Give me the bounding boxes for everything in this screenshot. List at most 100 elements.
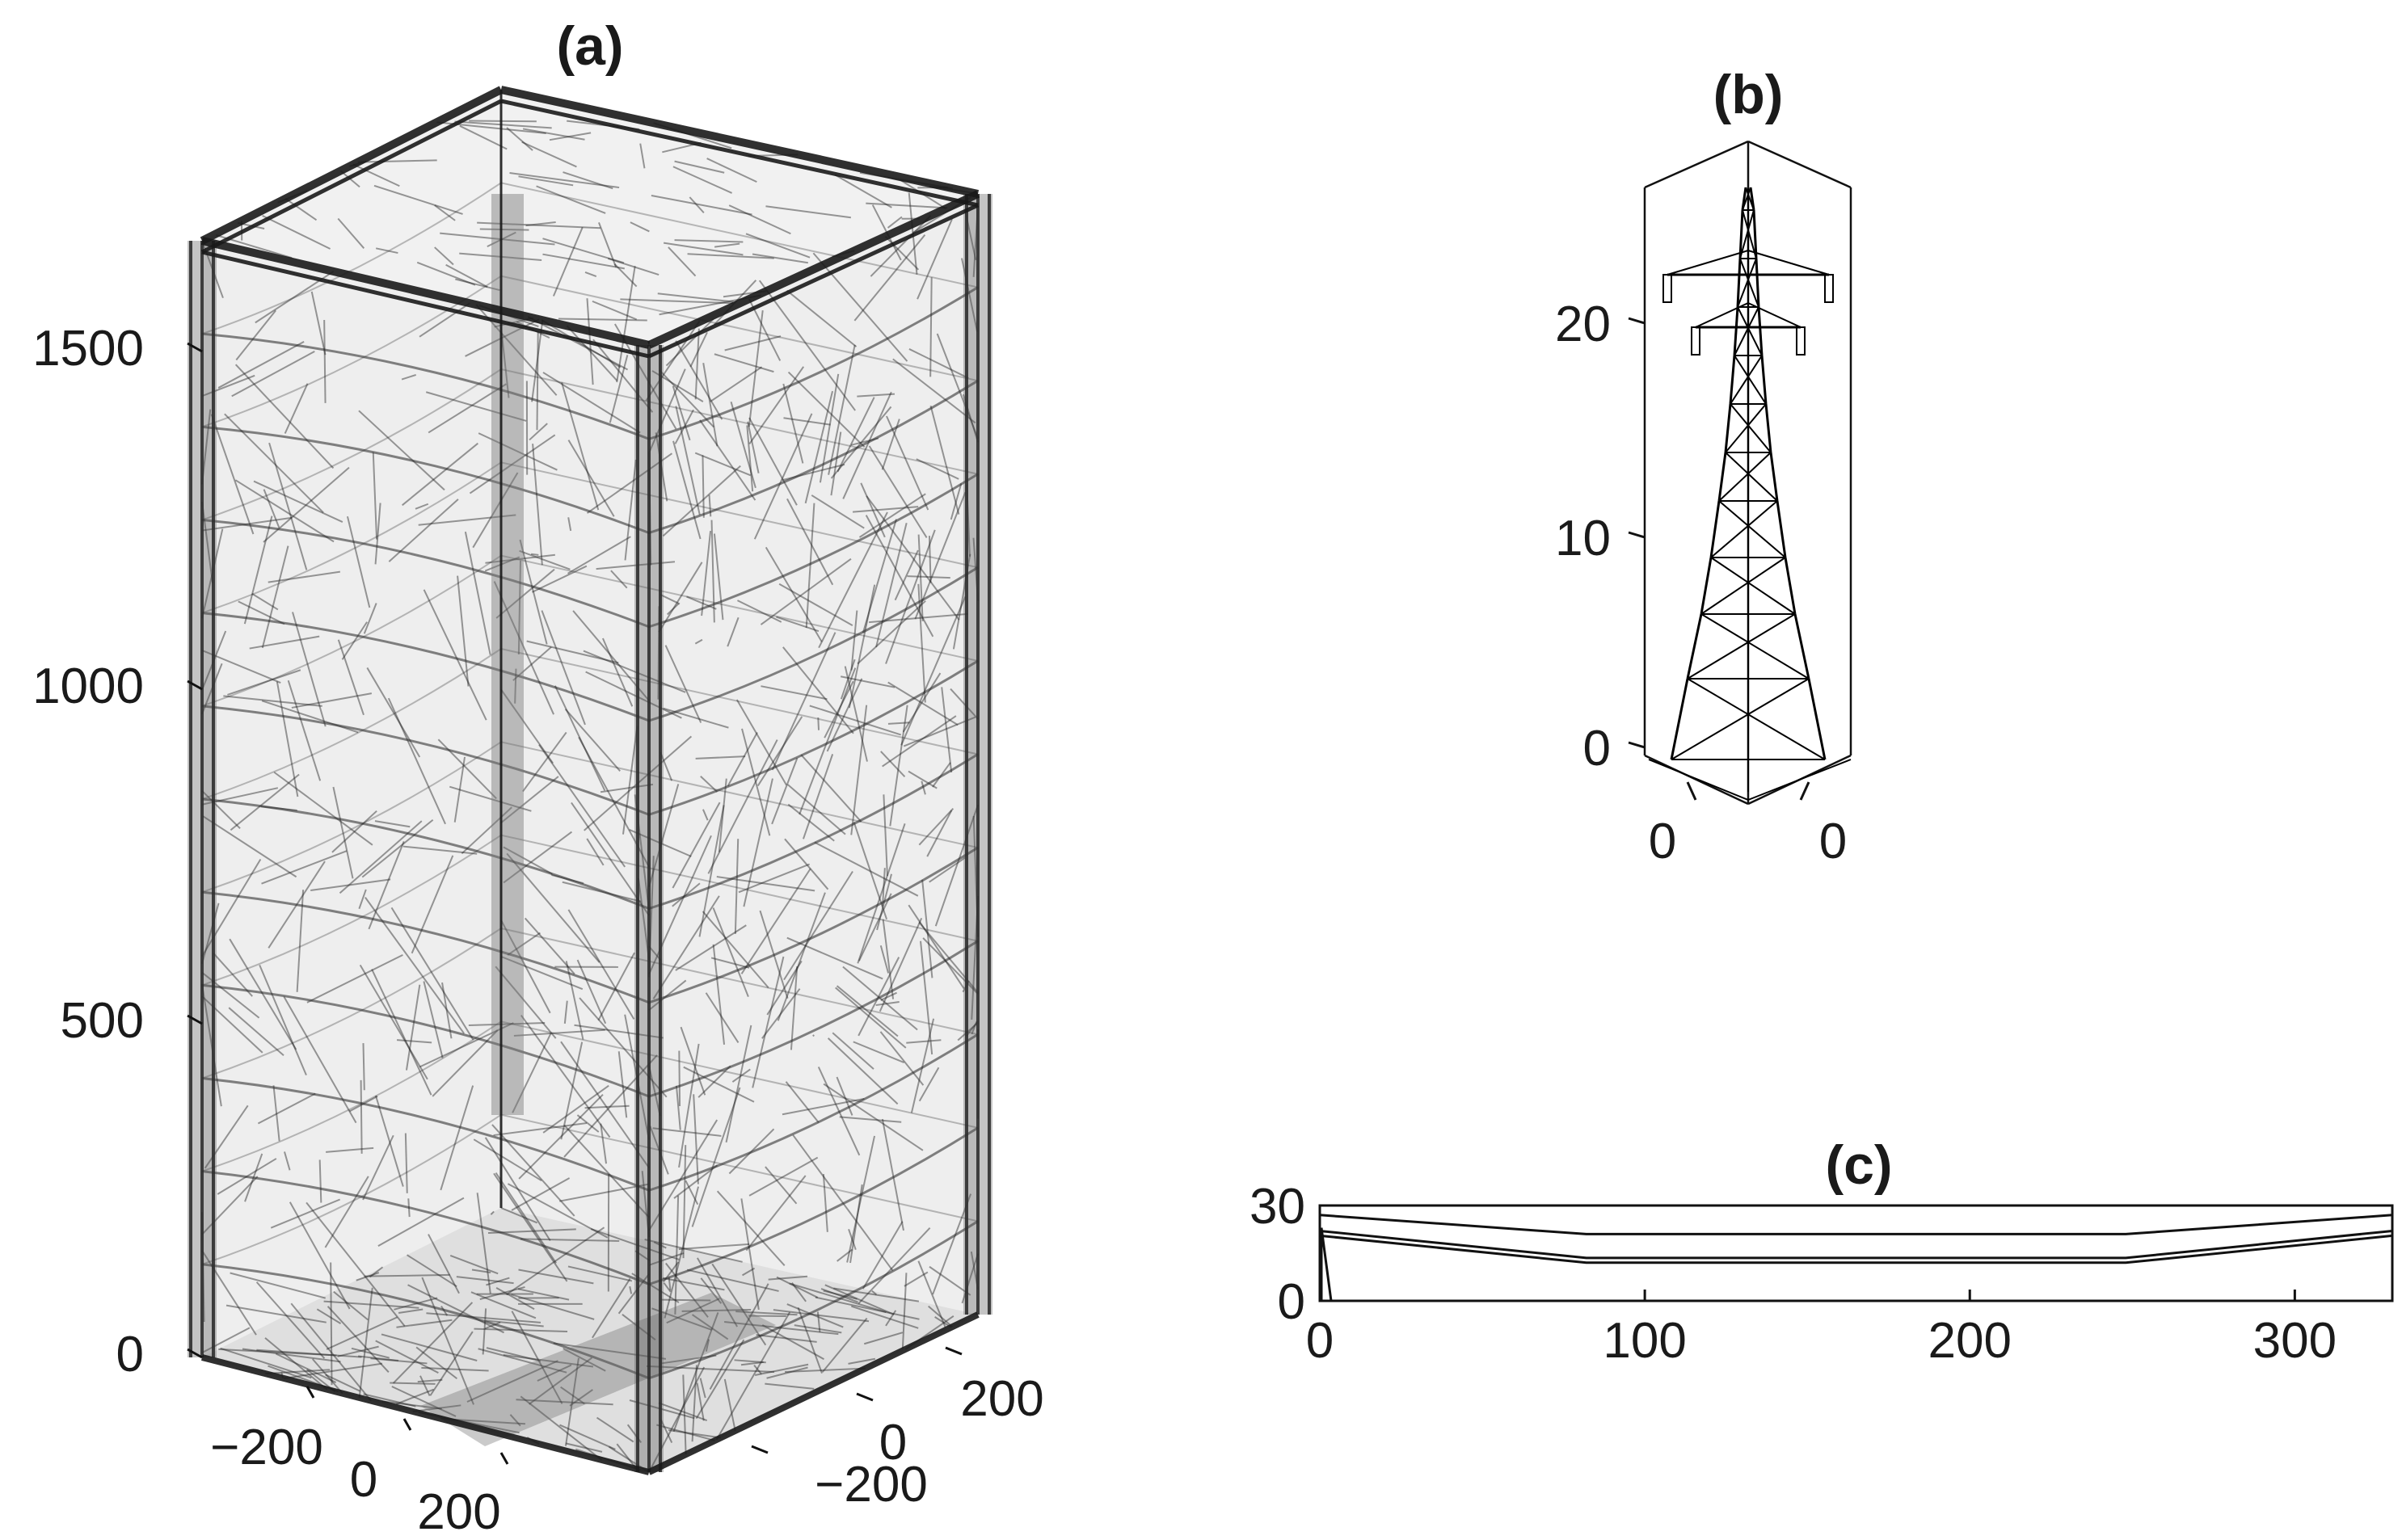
back-face-mesh xyxy=(879,917,923,1012)
bottom-face-mesh xyxy=(500,1207,538,1224)
bottom-face-mesh xyxy=(364,1273,450,1277)
back-face-mesh xyxy=(600,783,654,793)
right-face-mesh xyxy=(698,805,725,937)
right-face-mesh xyxy=(822,1174,828,1232)
frame-column-fill xyxy=(188,241,217,1357)
right-face-mesh xyxy=(675,1085,681,1130)
tower-brace xyxy=(1734,306,1759,356)
bottom-face-mesh xyxy=(415,1346,457,1380)
top-face-mesh xyxy=(728,204,791,235)
right-face-mesh xyxy=(724,335,782,351)
right-face-mesh xyxy=(941,687,953,773)
y-tick-label: 200 xyxy=(960,1371,1043,1427)
right-face-mesh xyxy=(759,910,789,999)
bottom-face-mesh xyxy=(699,1378,706,1399)
right-face-mesh xyxy=(648,1065,661,1117)
back-face-mesh xyxy=(869,612,968,624)
left-face-mesh xyxy=(331,810,377,853)
x-tick-label: 300 xyxy=(2253,1313,2337,1369)
bottom-face-mesh xyxy=(449,1255,499,1275)
right-face-mesh xyxy=(884,235,920,271)
right-face-mesh xyxy=(921,781,926,795)
left-face-mesh xyxy=(268,442,308,570)
roof-beam-inner xyxy=(201,250,650,359)
back-face-mesh xyxy=(741,728,771,836)
right-face-mesh xyxy=(658,562,703,633)
left-face-mesh xyxy=(503,831,573,884)
roof-beam xyxy=(200,237,651,349)
left-face-mesh xyxy=(224,413,324,514)
bottom-face-mesh xyxy=(662,1277,725,1291)
left-face-mesh xyxy=(418,514,516,526)
back-face-mesh xyxy=(507,932,541,956)
top-face-mesh xyxy=(434,246,454,266)
bottom-face-mesh xyxy=(218,1348,337,1357)
back-face-mesh xyxy=(765,1166,798,1205)
left-face-mesh xyxy=(341,621,368,660)
tower-leg xyxy=(1807,678,1827,760)
left-face-mesh xyxy=(263,466,350,543)
tower-brace xyxy=(1745,187,1755,211)
bottom-face-mesh xyxy=(765,1382,815,1390)
top-face-mesh xyxy=(284,198,318,221)
tower-brace xyxy=(1730,403,1772,453)
back-face-mesh xyxy=(823,1083,924,1151)
right-face-mesh xyxy=(900,596,967,746)
back-face-mesh xyxy=(718,778,727,852)
left-face-mesh xyxy=(371,969,432,1096)
right-face-mesh xyxy=(848,1228,857,1250)
left-face-mesh xyxy=(202,815,297,878)
back-face-mesh xyxy=(747,421,760,473)
tower-brace xyxy=(1725,403,1767,453)
right-face-mesh xyxy=(920,940,933,1055)
left-face-mesh xyxy=(201,983,222,1107)
tower-leg xyxy=(1784,557,1797,615)
back-face-mesh xyxy=(852,506,919,513)
top-face-mesh xyxy=(454,120,552,129)
left-face-mesh xyxy=(201,501,214,584)
top-face-mesh xyxy=(521,141,577,168)
right-face-mesh xyxy=(960,258,979,332)
left-face-mesh xyxy=(231,351,315,398)
z-tick-label: 1000 xyxy=(32,658,144,714)
bottom-face-mesh xyxy=(275,1353,337,1383)
right-face-mesh xyxy=(857,600,926,665)
base-beam xyxy=(647,1311,980,1475)
right-face-mesh xyxy=(648,368,686,452)
left-face-mesh xyxy=(405,984,421,1071)
right-face-mesh xyxy=(766,960,803,1016)
back-face-mesh xyxy=(706,158,757,183)
right-face-mesh xyxy=(675,924,747,971)
right-face-mesh xyxy=(672,882,701,907)
back-face-mesh xyxy=(786,936,883,980)
cable-line-1 xyxy=(1319,1214,2393,1235)
bottom-face-mesh xyxy=(503,1354,594,1368)
back-face-mesh xyxy=(758,280,856,411)
top-face-mesh xyxy=(352,163,400,187)
left-face-mesh xyxy=(264,1337,328,1391)
bottom-face-mesh xyxy=(815,1296,920,1320)
tower-brace xyxy=(1739,209,1755,259)
y-tick-label: 30 xyxy=(1249,1179,1305,1235)
left-face-mesh xyxy=(576,1114,600,1133)
left-face-mesh xyxy=(225,1304,327,1323)
left-face-mesh xyxy=(260,806,297,812)
bottom-face-mesh xyxy=(766,1366,808,1379)
right-face-mesh xyxy=(824,1284,895,1315)
left-face-mesh xyxy=(217,340,305,389)
left-face-mesh xyxy=(484,1137,551,1242)
tower-foot xyxy=(1648,759,1749,801)
z-tick-label: 0 xyxy=(116,1327,144,1382)
left-face-mesh xyxy=(257,1092,316,1125)
tower-brace xyxy=(1737,258,1757,308)
left-face-mesh xyxy=(362,1134,394,1201)
back-face-mesh xyxy=(866,495,960,621)
left-face-mesh xyxy=(453,756,466,823)
right-face-mesh xyxy=(857,823,906,964)
insulator xyxy=(1691,326,1700,356)
z-tick-mark xyxy=(1628,531,1646,539)
back-face-mesh xyxy=(500,919,551,1014)
